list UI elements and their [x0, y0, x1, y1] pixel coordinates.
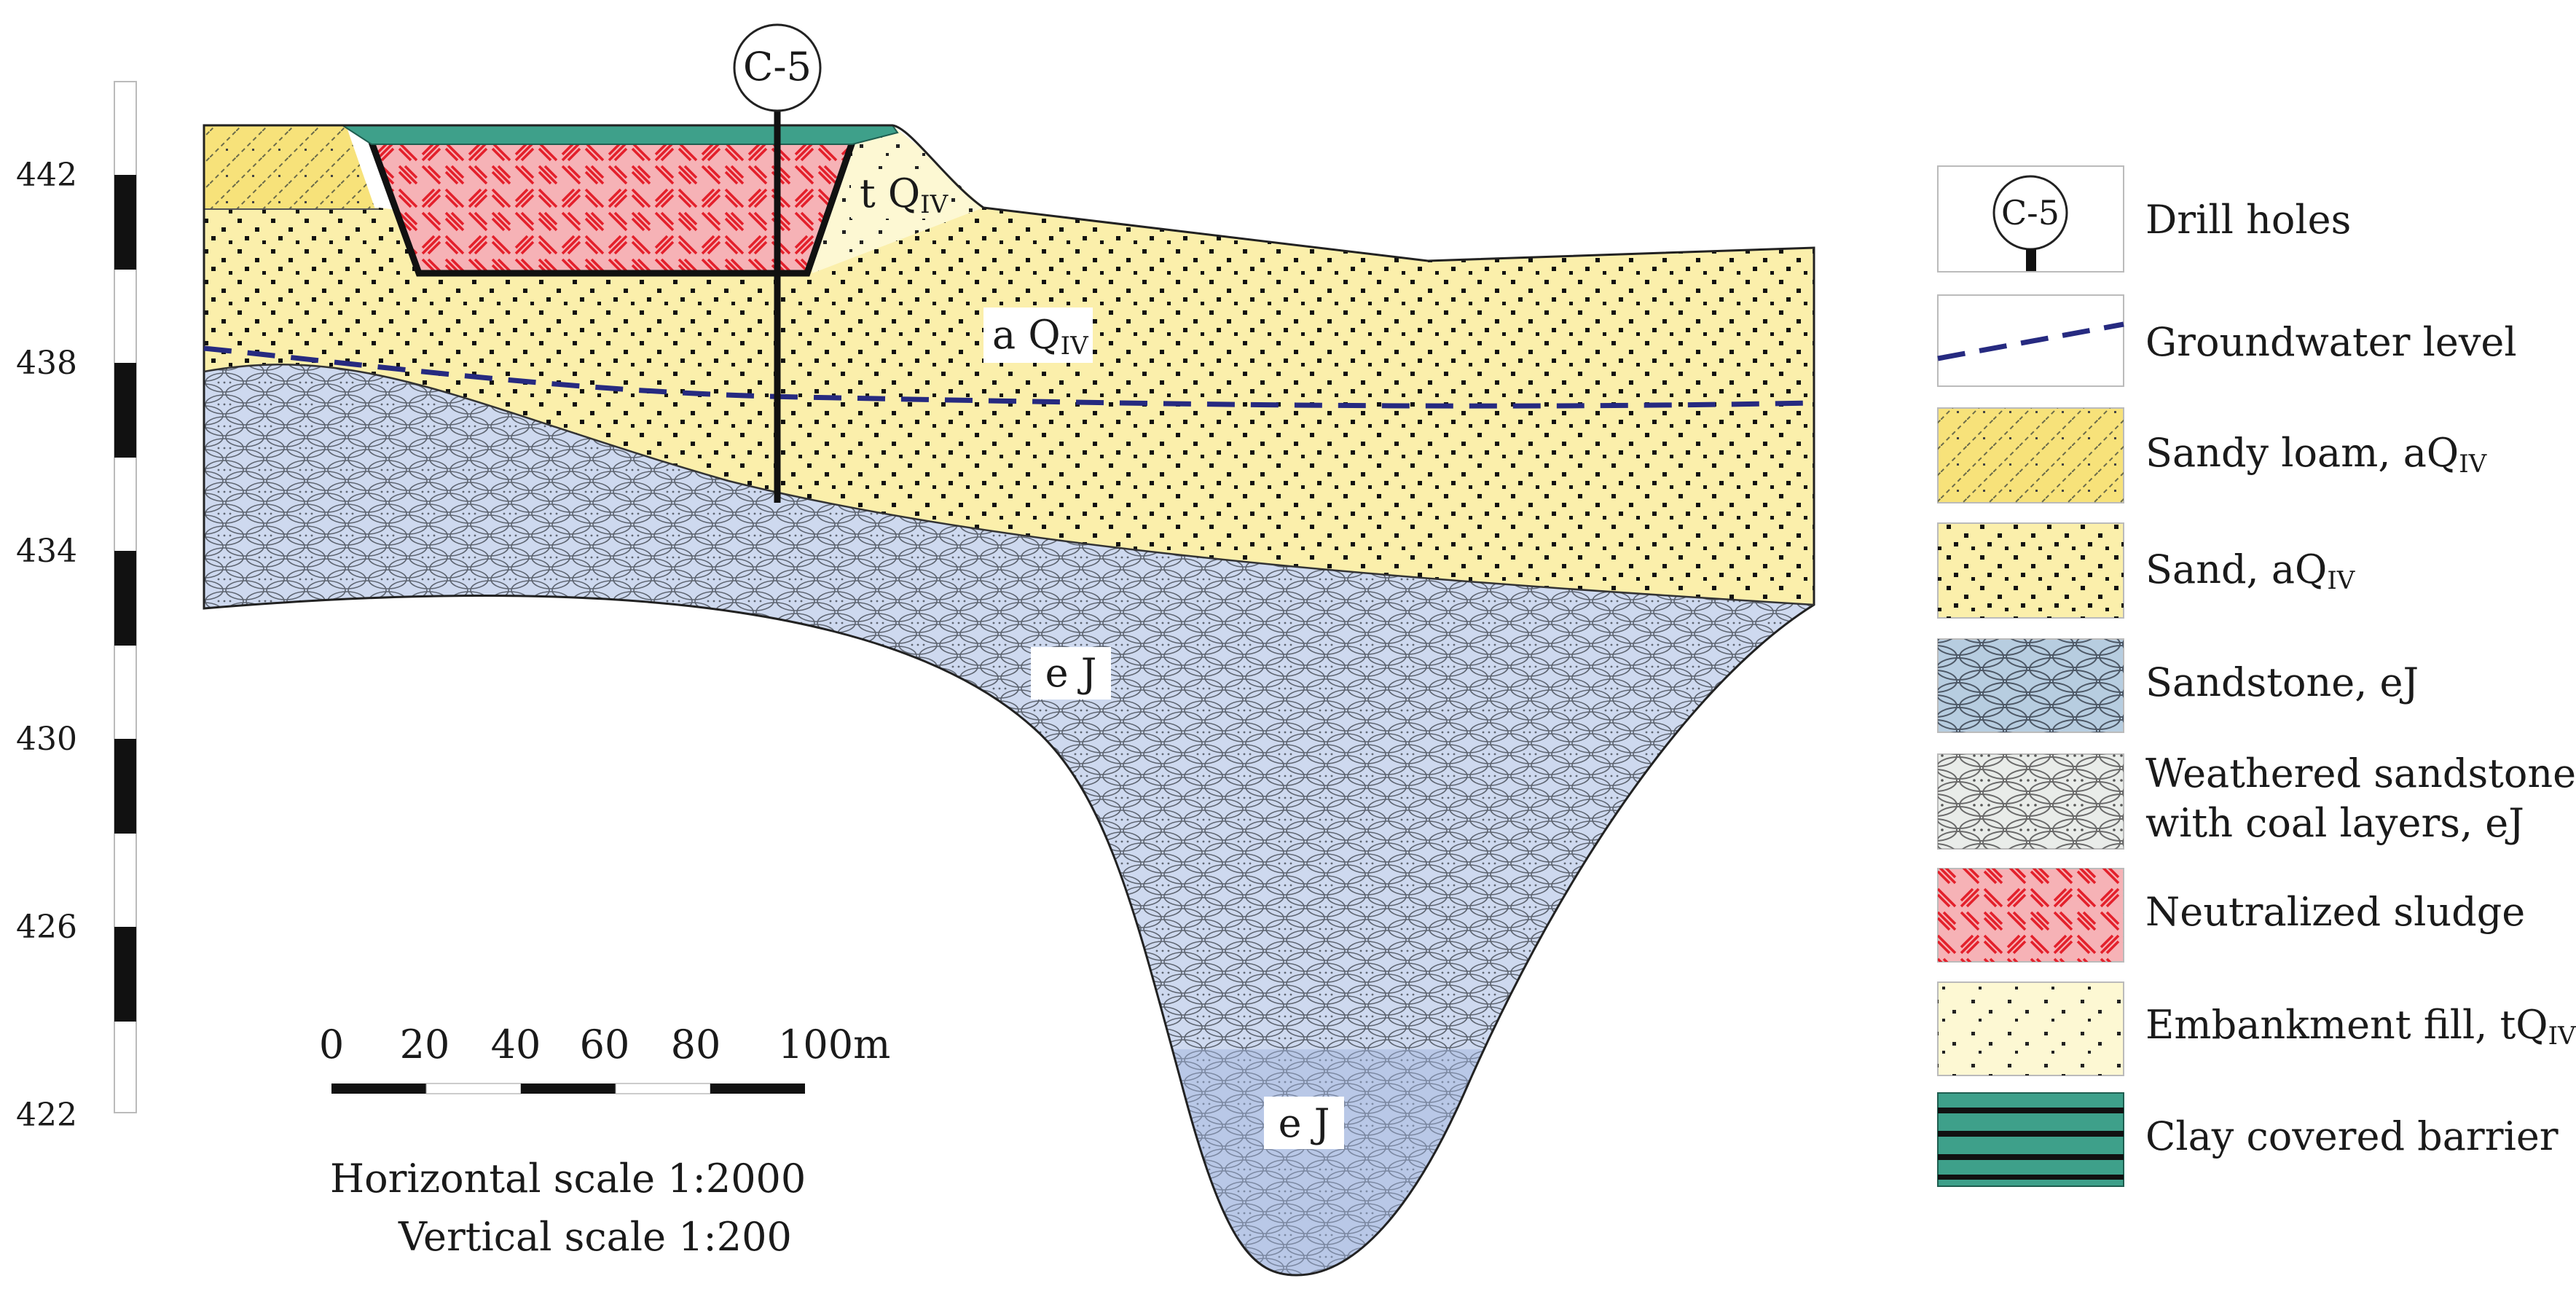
legend-item-clay-barrier — [1937, 1092, 2124, 1187]
legend: C-5 — [1937, 165, 2576, 1187]
scale-tick-label: 60 — [580, 1022, 630, 1067]
sludge-pit-outline — [368, 141, 856, 277]
scale-tick-label: 0 — [319, 1022, 344, 1067]
legend-label-sandstone: Sandstone, eJ — [2145, 659, 2419, 705]
elevation-bar-segment — [114, 927, 136, 1022]
legend-item-sludge — [1937, 868, 2124, 963]
legend-item-embankment-fill — [1937, 981, 2124, 1076]
groundwater-line — [203, 345, 1815, 409]
svg-text:e J: e J — [1279, 1100, 1330, 1146]
legend-item-sandstone — [1937, 638, 2124, 733]
legend-label-groundwater: Groundwater level — [2145, 319, 2517, 365]
svg-text:e J: e J — [1045, 650, 1097, 696]
scale-bar: 0 20 40 60 80 100m Horizontal scale 1:2000 Ve… — [319, 1022, 890, 1260]
clay-barrier — [339, 125, 899, 145]
scale-tick-label: 80 — [671, 1022, 721, 1067]
legend-item-groundwater — [1937, 294, 2124, 387]
sand-texture — [204, 206, 1814, 605]
elevation-tick-label: 430 — [16, 721, 77, 758]
legend-label-sand: Sand, aQIV — [2145, 546, 2356, 595]
label-sand: a QIV — [983, 307, 1093, 363]
elevation-tick-label: 426 — [16, 909, 77, 946]
legend-label-sandy-loam: Sandy loam, aQIV — [2145, 430, 2488, 479]
label-embankment: t QIV — [851, 169, 949, 219]
legend-item-sandy-loam — [1937, 407, 2124, 503]
elevation-tick-label: 422 — [16, 1097, 77, 1134]
label-sandstone-lower: e J — [1264, 1097, 1344, 1149]
legend-item-weathered-sandstone — [1937, 753, 2124, 850]
legend-label-weathered-2: with coal layers, eJ — [2145, 800, 2524, 846]
elevation-bar-segment — [114, 363, 136, 458]
sandstone-texture — [204, 364, 1814, 1275]
legend-item-sand — [1937, 522, 2124, 619]
scale-tick-label: 20 — [400, 1022, 450, 1067]
legend-label-fill: Embankment fill, tQIV — [2145, 1002, 2576, 1051]
legend-label-drill: Drill holes — [2145, 197, 2351, 243]
elevation-axis: 442 438 434 430 426 422 — [16, 81, 137, 1134]
elevation-bar-segment — [114, 739, 136, 834]
sandy-loam-texture — [204, 125, 375, 209]
svg-text:t QIV: t QIV — [860, 171, 949, 219]
legend-label-sludge: Neutralized sludge — [2145, 889, 2525, 935]
section-outline — [203, 124, 1815, 1277]
elevation-bar-segment — [114, 551, 136, 646]
elevation-tick-label: 438 — [16, 345, 77, 382]
horizontal-scale-text: Horizontal scale 1:2000 — [330, 1156, 806, 1202]
elevation-bar-segment — [114, 175, 136, 270]
scale-tick-label: 100m — [778, 1022, 890, 1067]
legend-label-weathered-1: Weathered sandstone — [2145, 751, 2576, 796]
svg-text:a QIV: a QIV — [992, 312, 1089, 361]
elevation-tick-label: 442 — [16, 157, 77, 194]
sand-sandstone-contact — [203, 364, 1815, 606]
vertical-scale-text: Vertical scale 1:200 — [398, 1214, 792, 1260]
drill-hole-label: C-5 — [743, 44, 812, 90]
cross-section: C-5 t QIV a QIV e J e J — [203, 23, 1815, 1277]
legend-item-drill-holes: C-5 — [1937, 165, 2124, 273]
legend-label-clay: Clay covered barrier — [2145, 1113, 2559, 1159]
sludge-texture — [372, 142, 852, 273]
svg-text:C-5: C-5 — [2001, 193, 2059, 232]
elevation-tick-label: 434 — [16, 533, 77, 570]
scale-tick-label: 40 — [491, 1022, 541, 1067]
label-sandstone-upper: e J — [1031, 647, 1111, 699]
drill-hole-marker — [733, 23, 822, 112]
